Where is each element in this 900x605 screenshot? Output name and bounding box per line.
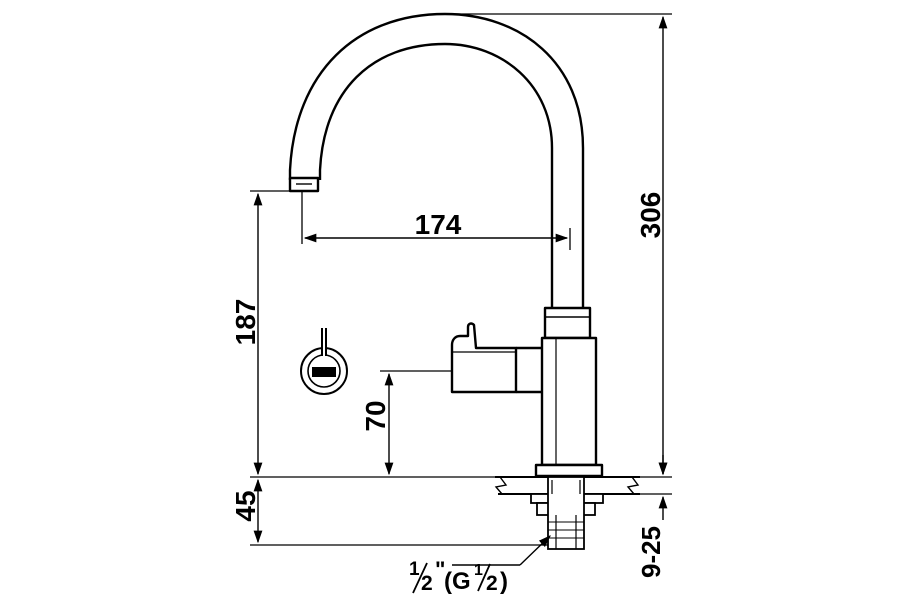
valve-body: [540, 336, 598, 467]
cold-water-lever-icon: [300, 328, 348, 395]
dim-label-45: 45: [230, 490, 261, 521]
thread-g-half: 2: [486, 572, 498, 595]
threaded-shank: [547, 476, 585, 550]
spout-collar: [543, 306, 592, 340]
deck-section: [494, 476, 640, 550]
dim-label-70: 70: [360, 400, 391, 431]
thread-leader: [519, 535, 551, 566]
thread-whole: 1: [409, 559, 420, 580]
thread-inch-mark: ": [435, 557, 445, 582]
thread-g-whole: 1: [474, 562, 483, 579]
thread-spec: 1 2 " (G 1 2 ): [409, 557, 508, 595]
dim-label-187: 187: [230, 299, 261, 346]
thread-half: 2: [421, 572, 433, 595]
handle-lever: [450, 322, 518, 394]
thread-g-open: (G: [444, 568, 471, 595]
dimension-labels: 306 174 187 70 45 9-25: [230, 192, 666, 578]
dim-label-306: 306: [635, 192, 666, 239]
dim-label-9-25: 9-25: [636, 526, 666, 578]
spout-inner: [318, 42, 554, 308]
spout-outer: [288, 12, 585, 308]
thread-g-close: ): [500, 568, 508, 595]
dimension-lines: [253, 15, 668, 566]
dim-label-174: 174: [415, 209, 462, 240]
extension-lines: [250, 13, 672, 546]
faucet-body: [288, 12, 604, 478]
base-flange: [534, 463, 604, 478]
